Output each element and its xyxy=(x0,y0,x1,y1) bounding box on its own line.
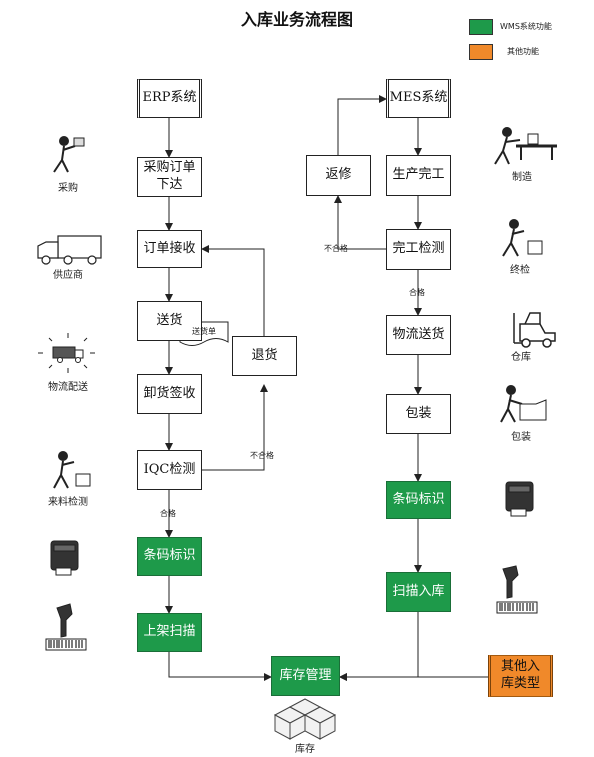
purchase-order-label: 采购订单 下达 xyxy=(143,160,196,192)
order-receive-label: 订单接收 xyxy=(143,240,196,256)
scan-inbound-box: 扫描入库 xyxy=(386,572,451,612)
manufacturing-icon xyxy=(494,127,557,165)
icon-label-supplier: 供应商 xyxy=(53,270,83,281)
barcode-label-box-left: 条码标识 xyxy=(137,537,202,576)
packing-box: 包装 xyxy=(386,394,451,434)
icon-label-stock: 库存 xyxy=(295,744,315,755)
icon-label-pack: 包装 xyxy=(511,432,531,443)
icon-label-incoming-check: 来料检测 xyxy=(48,497,88,508)
production-done-box: 生产完工 xyxy=(386,155,451,196)
forklift-icon xyxy=(513,312,556,348)
rework-label: 返修 xyxy=(325,167,352,183)
final-inspection-icon xyxy=(502,219,543,257)
delivery-label: 送货 xyxy=(156,312,183,328)
icon-label-warehouse: 仓库 xyxy=(511,352,531,363)
inventory-management-box: 库存管理 xyxy=(271,656,340,696)
icon-label-final-check: 终检 xyxy=(510,265,530,276)
logistics-delivery-box: 物流送货 xyxy=(386,315,451,355)
iqc-check-label: IQC检测 xyxy=(143,461,196,477)
packing-label: 包装 xyxy=(405,405,432,421)
label-printer-icon xyxy=(50,540,79,576)
shelve-scan-label: 上架扫描 xyxy=(143,624,196,640)
mes-system-box: MES系统 xyxy=(386,79,451,118)
return-goods-box: 退货 xyxy=(232,336,297,376)
logistics-delivery-label: 物流送货 xyxy=(392,326,445,342)
other-inbound-type-box: 其他入 库类型 xyxy=(488,655,553,697)
unload-sign-box: 卸货签收 xyxy=(137,374,202,414)
barcode-scanner-icon xyxy=(45,603,87,651)
purchase-person-icon xyxy=(53,136,85,173)
barcode-label-left: 条码标识 xyxy=(143,548,196,564)
inventory-management-label: 库存管理 xyxy=(279,667,332,683)
order-receive-box: 订单接收 xyxy=(137,230,202,268)
label-printer-icon-right xyxy=(505,481,534,517)
erp-system-box: ERP系统 xyxy=(137,79,202,118)
edge-label-qualified-left: 合格 xyxy=(160,509,176,518)
edge-label-unqualified-left: 不合格 xyxy=(250,451,274,460)
incoming-inspection-icon xyxy=(53,451,91,489)
unload-sign-label: 卸货签收 xyxy=(143,385,196,401)
legend-label-wms: WMS系统功能 xyxy=(500,22,552,31)
delivery-box: 送货 xyxy=(137,301,202,341)
barcode-scanner-icon-right xyxy=(496,565,538,614)
page-title: 入库业务流程图 xyxy=(240,10,353,29)
barcode-label-right: 条码标识 xyxy=(392,491,445,507)
icon-label-logistics: 物流配送 xyxy=(48,382,88,393)
return-goods-label: 退货 xyxy=(251,347,278,363)
barcode-label-box-right: 条码标识 xyxy=(386,481,451,519)
purchase-order-box: 采购订单 下达 xyxy=(137,157,202,197)
delivery-note-label: 送货单 xyxy=(192,327,216,336)
legend-swatch-wms xyxy=(469,19,493,35)
shelve-scan-box: 上架扫描 xyxy=(137,613,202,652)
scan-inbound-label: 扫描入库 xyxy=(392,583,445,599)
icon-label-manufacture: 制造 xyxy=(512,172,532,183)
legend-label-other: 其他功能 xyxy=(507,47,539,56)
legend-swatch-other xyxy=(469,44,493,60)
completion-check-label: 完工检测 xyxy=(392,241,445,257)
production-done-label: 生产完工 xyxy=(392,167,445,183)
truck-icon xyxy=(37,235,102,265)
completion-check-box: 完工检测 xyxy=(386,229,451,270)
logistics-dispatch-icon xyxy=(38,333,95,373)
edge-label-qualified-right: 合格 xyxy=(409,288,425,297)
stock-boxes-icon xyxy=(273,698,337,740)
mes-system-label: MES系统 xyxy=(389,90,448,106)
edge-label-unqualified-right: 不合格 xyxy=(324,244,348,253)
other-inbound-type-label: 其他入 库类型 xyxy=(500,659,540,691)
iqc-check-box: IQC检测 xyxy=(137,450,202,490)
erp-system-label: ERP系统 xyxy=(142,90,197,106)
icon-label-purchase: 采购 xyxy=(58,183,78,194)
rework-box: 返修 xyxy=(306,155,371,196)
packing-icon xyxy=(500,385,547,423)
